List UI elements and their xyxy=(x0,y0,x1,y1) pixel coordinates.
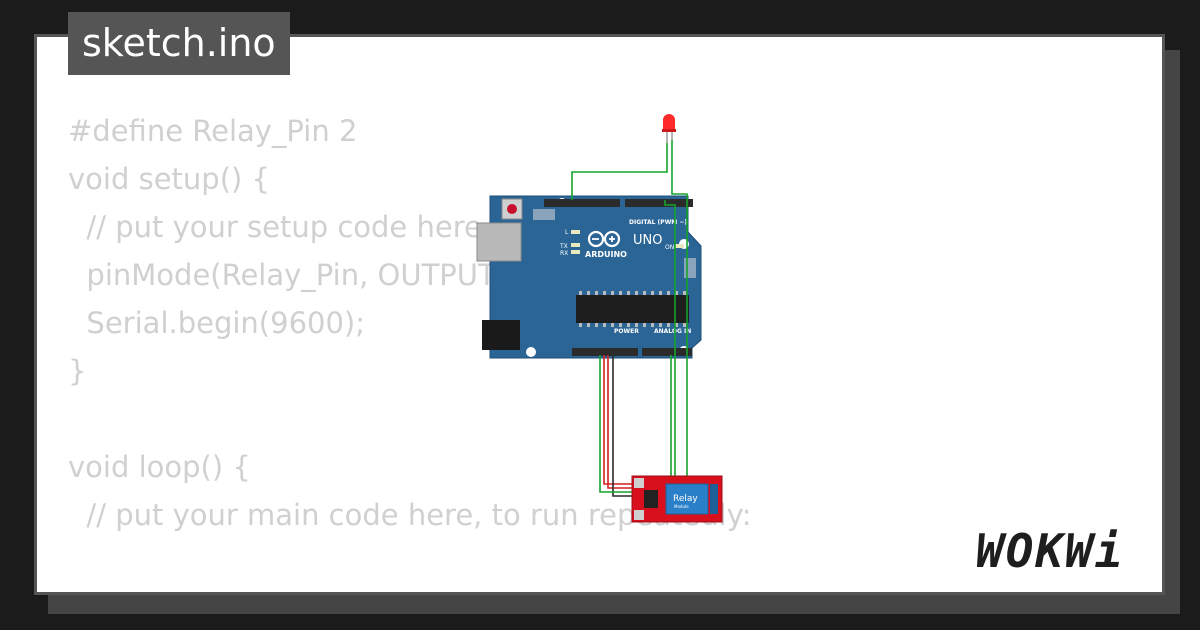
power-label: POWER xyxy=(614,328,639,335)
arduino-label: ARDUINO xyxy=(585,250,627,259)
code-line: void setup() { xyxy=(68,162,270,196)
analog-header xyxy=(642,348,692,356)
rx-led-label: RX xyxy=(560,250,568,257)
l-led-label: L xyxy=(565,229,569,236)
arduino-uno-board[interactable]: L TX RX ON UNO ARDUINO DIGITAL (PWM ~) P… xyxy=(476,195,702,359)
reset-button[interactable] xyxy=(507,204,517,214)
code-line: void loop() { xyxy=(68,450,251,484)
code-line: Serial.begin(9600); xyxy=(68,306,366,340)
relay-sub-label: Module xyxy=(674,504,689,509)
file-title-tab[interactable]: sketch.ino xyxy=(68,12,290,75)
red-led[interactable] xyxy=(662,114,676,143)
power-jack xyxy=(482,320,520,350)
code-line: #define Relay_Pin 2 xyxy=(68,114,358,148)
atmega-chip xyxy=(576,295,689,323)
usb-port xyxy=(476,222,522,262)
digital-header-right xyxy=(625,199,693,207)
analog-label: ANALOG IN xyxy=(654,328,691,335)
on-led-label: ON xyxy=(665,244,674,251)
wokwi-logo: WOKWi xyxy=(976,524,1125,578)
uno-label: UNO xyxy=(633,233,662,248)
digital-header-left xyxy=(544,199,620,207)
power-header xyxy=(572,348,638,356)
digital-label: DIGITAL (PWM ~) xyxy=(629,219,687,226)
relay-label: Relay xyxy=(673,494,698,504)
tx-led-label: TX xyxy=(559,243,568,250)
arduino-logo-icon xyxy=(587,230,621,248)
code-line: } xyxy=(68,354,87,388)
relay-module[interactable]: Relay Module xyxy=(631,475,723,523)
